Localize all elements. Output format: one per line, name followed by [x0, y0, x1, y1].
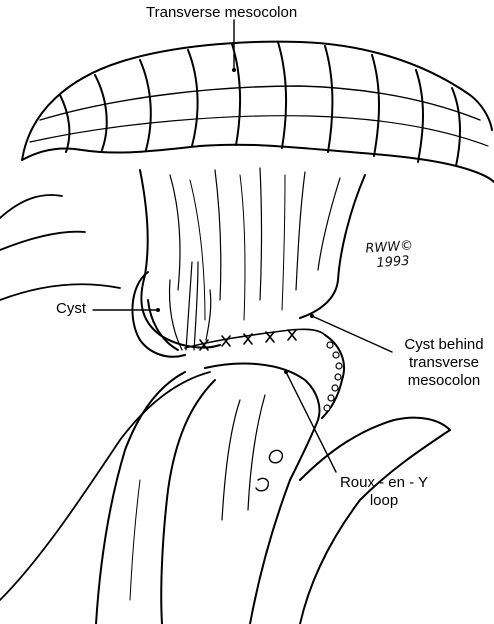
label-transverse-mesocolon: Transverse mesocolon: [146, 4, 297, 22]
vessels: [186, 262, 211, 350]
label-cyst: Cyst: [56, 300, 86, 318]
label-cyst-behind-line1: Cyst behind: [398, 336, 490, 354]
label-cyst-behind-line3: mesocolon: [398, 372, 490, 390]
label-roux-en-y-loop: Roux - en - Y loop: [334, 474, 434, 510]
label-roux-line2: loop: [334, 492, 434, 510]
mesocolon-mass: [140, 168, 365, 350]
label-cyst-behind-mesocolon: Cyst behind transverse mesocolon: [398, 336, 490, 390]
artist-signature: RWW© 1993: [365, 238, 415, 271]
cyst-behind-mesocolon: [322, 335, 344, 418]
transverse-colon: [22, 42, 494, 182]
label-cyst-behind-line2: transverse: [398, 354, 490, 372]
label-roux-line1: Roux - en - Y: [334, 474, 434, 492]
